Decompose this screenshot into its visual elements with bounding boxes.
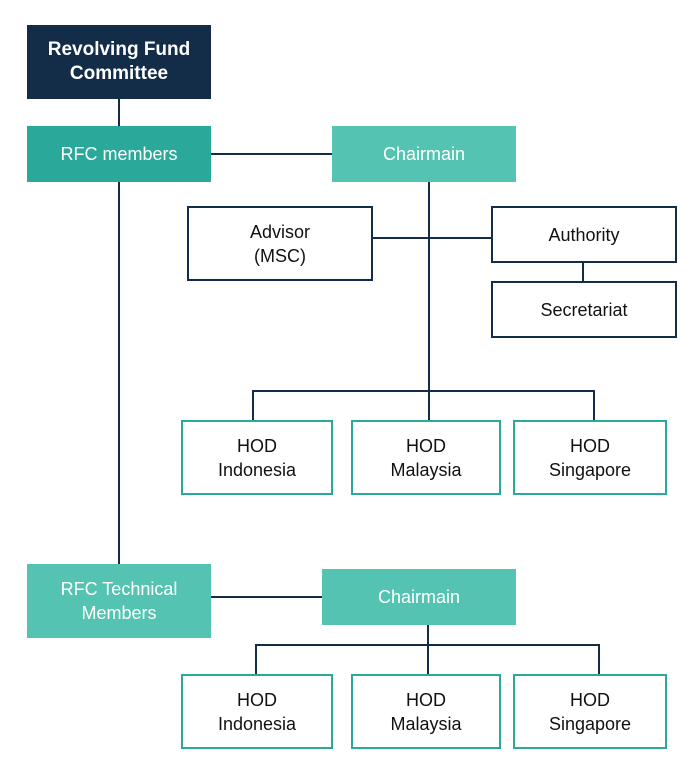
connector-root-rfc — [118, 99, 120, 126]
connector-rfc-technical — [118, 182, 120, 564]
advisor-node: Advisor (MSC) — [187, 206, 373, 281]
secretariat-node: Secretariat — [491, 281, 677, 338]
connector-hod-singapore-1 — [593, 390, 595, 420]
chairman-node: Chairmain — [332, 126, 516, 182]
chairman-technical-node: Chairmain — [322, 569, 516, 625]
node-label: Indonesia — [217, 713, 297, 734]
connector-technical-chairman — [211, 596, 322, 598]
hod-indonesia-node: HOD Indonesia — [181, 420, 333, 495]
node-label: Malaysia — [390, 459, 462, 480]
connector-authority-secretariat — [582, 262, 584, 281]
node-label: HOD — [406, 435, 446, 456]
node-label: Singapore — [548, 459, 632, 480]
node-label: Singapore — [548, 713, 632, 734]
connector-chairman-trunk — [428, 182, 430, 391]
hod-malaysia-technical-node: HOD Malaysia — [351, 674, 501, 749]
node-label: Authority — [548, 224, 620, 245]
node-label: Advisor — [249, 221, 311, 242]
connector-advisor-authority — [372, 237, 491, 239]
node-label: HOD — [406, 689, 446, 710]
node-label: Committee — [69, 63, 169, 84]
node-label: Chairmain — [377, 587, 461, 607]
connector-hod-indonesia-1 — [252, 390, 254, 420]
connector-hod-bar-2 — [255, 644, 600, 646]
node-label: HOD — [237, 689, 277, 710]
authority-node: Authority — [491, 206, 677, 263]
hod-indonesia-technical-node: HOD Indonesia — [181, 674, 333, 749]
connector-chairman2-trunk — [427, 624, 429, 674]
rfc-technical-members-node: RFC Technical Members — [27, 564, 211, 638]
node-label: Malaysia — [390, 713, 462, 734]
node-label: HOD — [570, 689, 610, 710]
revolving-fund-committee-node: Revolving Fund Committee — [27, 25, 211, 99]
node-label: Chairmain — [382, 144, 466, 164]
node-label: Revolving Fund — [47, 39, 191, 60]
connector-hod-bar-1 — [252, 390, 595, 392]
node-label: HOD — [570, 435, 610, 456]
hod-singapore-technical-node: HOD Singapore — [513, 674, 667, 749]
node-label: RFC members — [60, 144, 178, 164]
node-label: Members — [81, 603, 157, 623]
node-label: RFC Technical — [60, 579, 178, 599]
connector-hod-singapore-2 — [598, 644, 600, 674]
connector-rfc-chairman — [211, 153, 332, 155]
connector-hod-indonesia-2 — [255, 644, 257, 674]
rfc-members-node: RFC members — [27, 126, 211, 182]
node-label: HOD — [237, 435, 277, 456]
connector-hod-malaysia-1 — [428, 390, 430, 420]
node-label: Secretariat — [540, 299, 628, 320]
node-label: Indonesia — [217, 459, 297, 480]
hod-singapore-node: HOD Singapore — [513, 420, 667, 495]
node-label: (MSC) — [254, 245, 306, 266]
hod-malaysia-node: HOD Malaysia — [351, 420, 501, 495]
